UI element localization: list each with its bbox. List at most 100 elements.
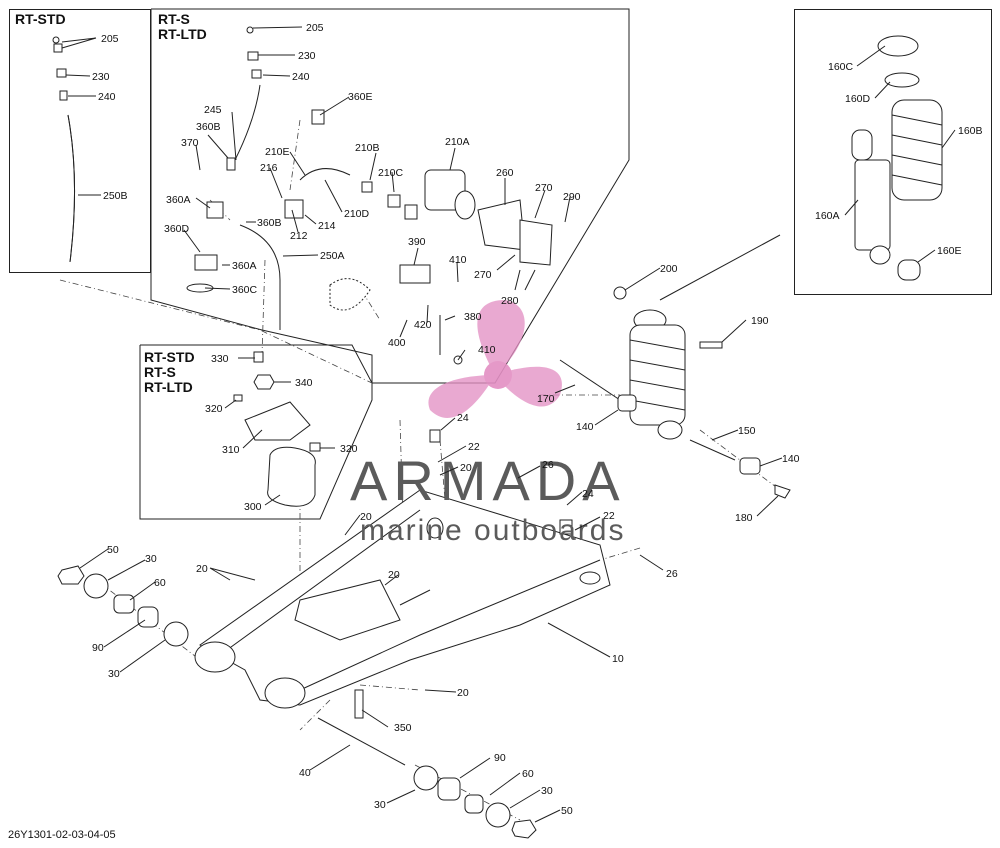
watermark-logo: [428, 300, 562, 418]
callout-30: 30: [108, 668, 120, 680]
callout-250b: 250B: [103, 190, 128, 202]
callout-160c: 160C: [828, 61, 854, 73]
callout-320: 320: [340, 443, 358, 455]
dash-line: [439, 439, 446, 501]
inset-parts: [233, 351, 321, 507]
callout-210b: 210B: [355, 142, 380, 154]
dash-line: [59, 279, 373, 384]
callout-250a: 250A: [320, 250, 345, 262]
callout-400: 400: [388, 337, 406, 349]
watermark-brand: ARMADA: [350, 449, 626, 512]
callout-24: 24: [582, 488, 594, 500]
shock-detail-parts: [851, 35, 943, 281]
callout-180: 180: [735, 512, 753, 524]
callout-24: 24: [457, 412, 469, 424]
cable-250b: [52, 36, 76, 263]
callout-290: 290: [563, 191, 581, 203]
callout-390: 390: [408, 236, 426, 248]
callout-20: 20: [388, 569, 400, 581]
callout-160d: 160D: [845, 93, 871, 105]
cable-245: [226, 26, 262, 171]
axle-and-bearings: [57, 565, 537, 839]
callout-360e: 360E: [348, 91, 373, 103]
callout-410: 410: [449, 254, 467, 266]
diagram-reference-code: 26Y1301-02-03-04-05: [8, 829, 116, 841]
callout-10: 10: [612, 653, 624, 665]
callout-20: 20: [457, 687, 469, 699]
callout-210d: 210D: [344, 208, 370, 220]
callout-26: 26: [666, 568, 678, 580]
inset-title: RT-STD RT-S RT-LTD: [144, 349, 195, 395]
callout-210e: 210E: [265, 146, 290, 158]
callout-190: 190: [751, 315, 769, 327]
callout-140: 140: [782, 453, 800, 465]
callout-160b: 160B: [958, 125, 983, 137]
callout-22: 22: [603, 510, 615, 522]
callout-20: 20: [360, 511, 372, 523]
callout-212: 212: [290, 230, 308, 242]
callout-30: 30: [145, 553, 157, 565]
swing-arm: [194, 429, 611, 709]
callout-170: 170: [537, 393, 555, 405]
callout-205: 205: [306, 22, 324, 34]
callout-230: 230: [92, 71, 110, 83]
dash-line: [289, 119, 301, 191]
callout-200: 200: [660, 263, 678, 275]
callout-216: 216: [260, 162, 278, 174]
callout-310: 310: [222, 444, 240, 456]
dash-line: [399, 419, 406, 591]
callout-360a: 360A: [232, 260, 257, 272]
callout-210c: 210C: [378, 167, 404, 179]
callout-214: 214: [318, 220, 336, 232]
callout-40: 40: [299, 767, 311, 779]
callout-280: 280: [501, 295, 519, 307]
callout-350: 350: [394, 722, 412, 734]
dash-line: [359, 684, 421, 691]
callout-205: 205: [101, 33, 119, 45]
dash-line: [261, 259, 266, 356]
shock-absorber: [559, 234, 791, 499]
callout-410: 410: [478, 344, 496, 356]
callout-90: 90: [92, 642, 104, 654]
callout-60: 60: [522, 768, 534, 780]
actuator-assembly: [186, 109, 553, 365]
callout-260: 260: [496, 167, 514, 179]
callout-26: 26: [542, 459, 554, 471]
callout-240: 240: [292, 71, 310, 83]
callout-60: 60: [154, 577, 166, 589]
callout-240: 240: [98, 91, 116, 103]
callout-90: 90: [494, 752, 506, 764]
callout-50: 50: [561, 805, 573, 817]
callout-150: 150: [738, 425, 756, 437]
callout-360b: 360B: [257, 217, 282, 229]
callout-380: 380: [464, 311, 482, 323]
callout-20: 20: [460, 462, 472, 474]
callout-22: 22: [468, 441, 480, 453]
callout-420: 420: [414, 319, 432, 331]
inset-frame: [139, 344, 373, 520]
dash-line: [354, 279, 381, 321]
dash-line: [599, 547, 641, 561]
callout-270: 270: [535, 182, 553, 194]
callout-230: 230: [298, 50, 316, 62]
callout-210a: 210A: [445, 136, 470, 148]
dash-line: [299, 699, 331, 731]
rt-s-title: RT-S RT-LTD: [158, 11, 207, 42]
callout-370: 370: [181, 137, 199, 149]
callout-360d: 360D: [164, 223, 190, 235]
callout-140: 140: [576, 421, 594, 433]
callout-330: 330: [211, 353, 229, 365]
callout-245: 245: [204, 104, 222, 116]
callout-340: 340: [295, 377, 313, 389]
callout-30: 30: [374, 799, 386, 811]
callout-360b: 360B: [196, 121, 221, 133]
rt-std-title: RT-STD: [15, 11, 66, 27]
watermark-tagline: marine outboards: [360, 514, 625, 547]
shock-detail-box: [794, 9, 992, 295]
callout-160e: 160E: [937, 245, 962, 257]
callout-50: 50: [107, 544, 119, 556]
callout-30: 30: [541, 785, 553, 797]
callout-270: 270: [474, 269, 492, 281]
